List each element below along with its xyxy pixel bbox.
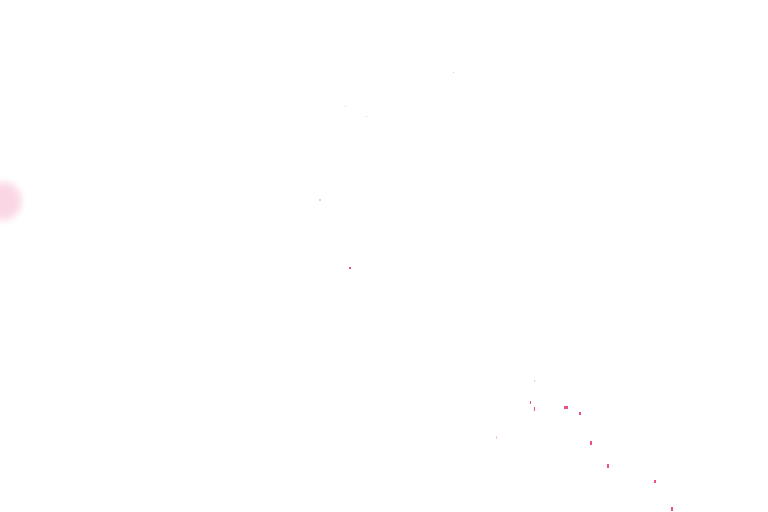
speck — [345, 106, 346, 107]
speck — [534, 407, 535, 411]
strong-specks — [349, 267, 673, 511]
faint-specks — [319, 72, 535, 439]
speck — [366, 116, 367, 117]
speck — [349, 267, 351, 269]
speck — [590, 441, 592, 445]
speck — [530, 401, 531, 404]
speck — [453, 72, 454, 73]
speck — [534, 380, 535, 382]
speck — [671, 507, 673, 511]
speck — [654, 480, 656, 483]
speck — [564, 406, 568, 409]
speck — [579, 412, 581, 415]
speck — [496, 436, 497, 439]
speck — [607, 464, 609, 468]
speck — [319, 199, 321, 201]
